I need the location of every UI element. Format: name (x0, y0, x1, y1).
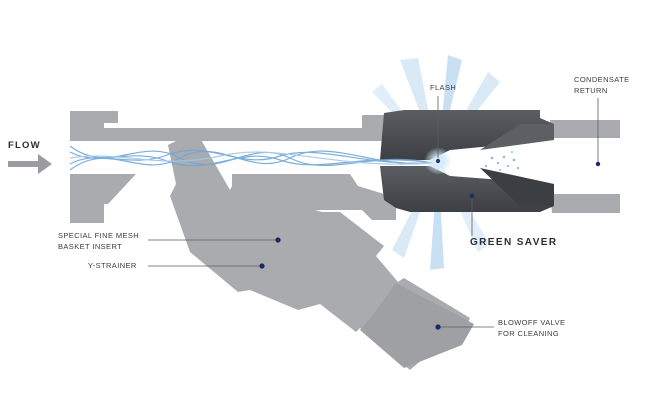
green-saver-label: GREEN SAVER (470, 237, 558, 248)
condensate-return-label-line2: RETURN (574, 86, 608, 95)
green-saver-body (380, 110, 554, 212)
flash-label: FLASH (430, 83, 457, 92)
flow-arrow (8, 154, 52, 174)
flash-droplets (484, 151, 520, 171)
condensate-pipe (550, 120, 620, 213)
leader-lines (148, 96, 599, 328)
flow-label: FLOW (8, 140, 41, 151)
flow-lines (69, 145, 433, 171)
leader-dots (259, 161, 601, 330)
mesh-basket-label-line2: BASKET INSERT (58, 242, 123, 251)
y-strainer-body (168, 130, 474, 370)
flash-point (435, 158, 441, 164)
mesh-basket-label-line1: SPECIAL FINE MESH (58, 231, 140, 240)
y-strainer-label: Y-STRAINER (88, 261, 137, 270)
blowoff-valve-label-line2: FOR CLEANING (498, 329, 560, 338)
condensate-return-label-line1: CONDENSATE (574, 75, 630, 84)
blowoff-valve-label-line1: BLOWOFF VALVE (498, 318, 566, 327)
